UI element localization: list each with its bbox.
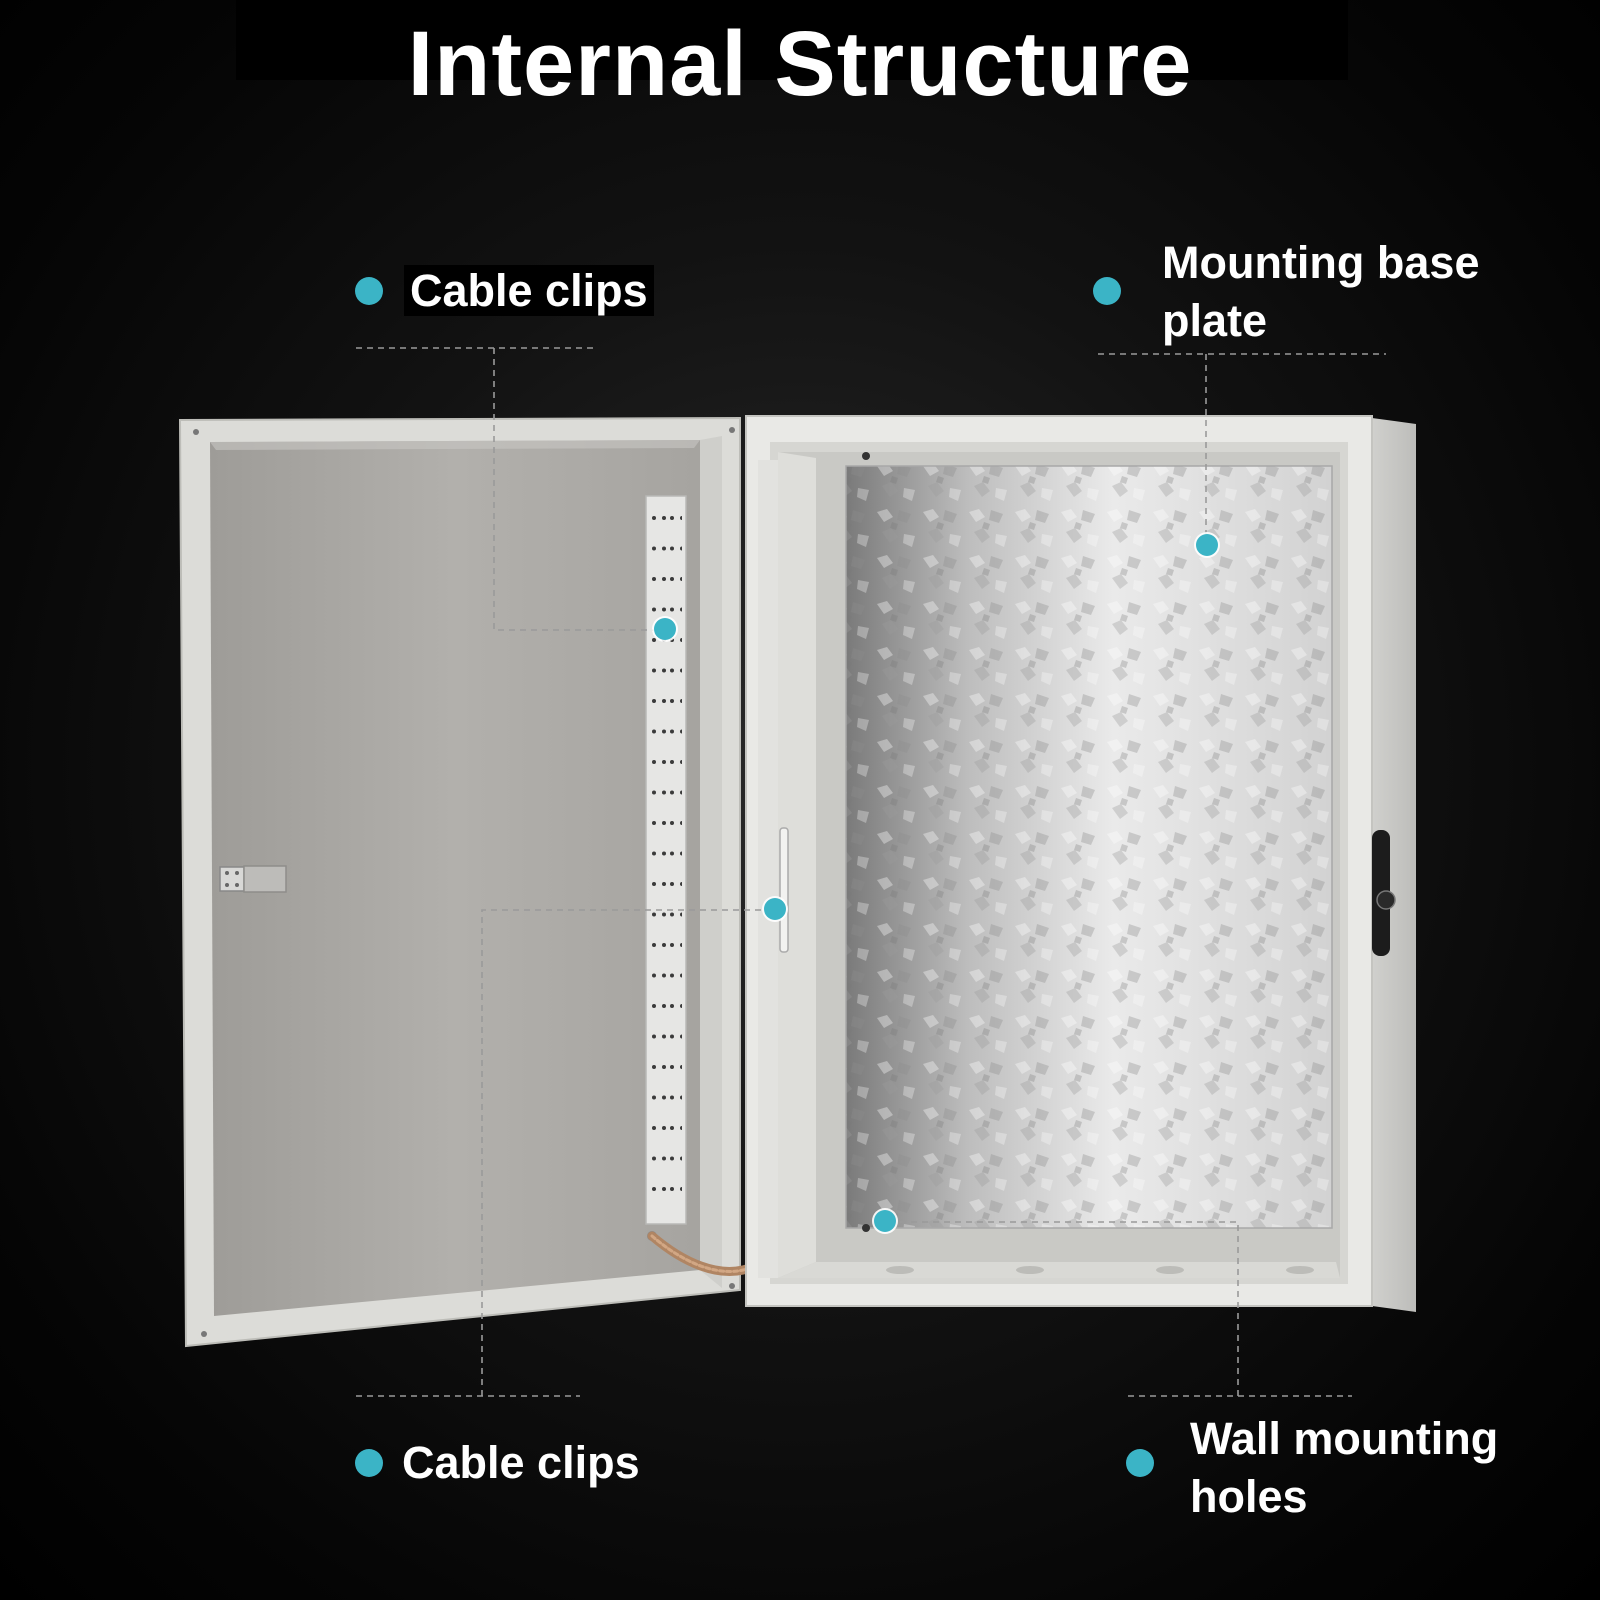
callout-bullet-icon — [1093, 277, 1121, 305]
leader-line — [493, 348, 664, 631]
callout-label-cable-clips-bottom: Cable clips — [402, 1437, 640, 1488]
callout-label-mounting-base-plate: Mounting base plate — [1162, 234, 1479, 350]
leader-line — [481, 909, 774, 1396]
callout-label-wall-mounting-holes: Wall mounting holes — [1190, 1410, 1498, 1526]
callout-label-line: holes — [1190, 1471, 1308, 1522]
page-title: Internal Structure — [407, 13, 1193, 115]
enclosure-body — [745, 415, 1416, 1312]
mounting-base-plate-marker — [1196, 534, 1218, 556]
callout-bullet-icon — [355, 277, 383, 305]
leader-line — [884, 1221, 1239, 1396]
title-bar — [236, 0, 1348, 80]
wall-mounting-holes-marker — [874, 1210, 896, 1232]
callout-label-line: plate — [1162, 295, 1268, 346]
leader-lines — [356, 347, 1386, 1397]
callout-label-line: Wall mounting — [1190, 1413, 1499, 1464]
callout-label-line: Mounting base — [1162, 237, 1480, 288]
callout-bullet-icon — [1126, 1449, 1154, 1477]
cable-clips-rail-marker — [654, 618, 676, 640]
open-door — [178, 416, 789, 1348]
callout-label-cable-clips-top: Cable clips — [404, 262, 654, 320]
cable-clips-frame-marker — [764, 898, 786, 920]
callout-bullet-icon — [355, 1449, 383, 1477]
